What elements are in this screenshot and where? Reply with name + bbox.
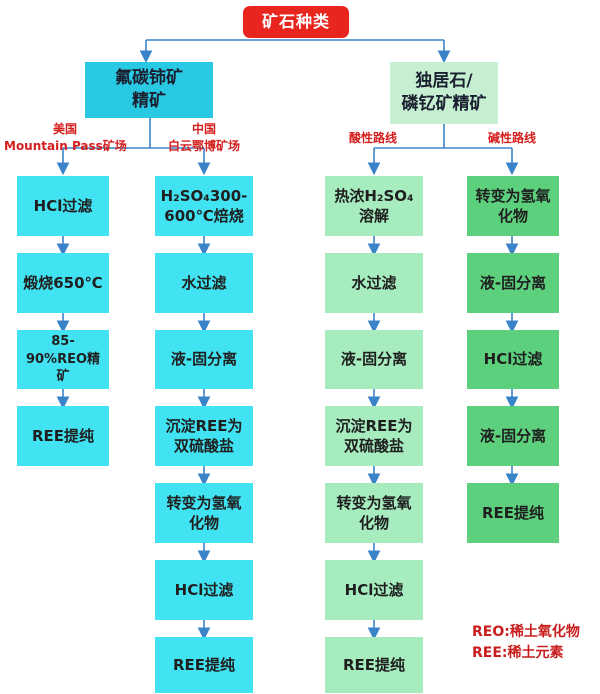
step-convert-hydroxide: 转变为氢氧化物: [155, 483, 253, 543]
step-hcl-filter: HCl过滤: [17, 176, 109, 236]
monazite-line2: 磷钇矿精矿: [401, 94, 487, 114]
step-hcl-filter: HCl过滤: [325, 560, 423, 620]
step-convert-hydroxide: 转变为氢氧化物: [467, 176, 559, 236]
legend-reo: REO:稀土氧化物: [472, 624, 580, 640]
acid-route-label: 酸性路线: [348, 131, 397, 145]
usa-country: 美国: [52, 122, 77, 136]
legend-ree: REE:稀土元素: [472, 645, 564, 661]
bastnaesite-line1: 氟碳铈矿: [115, 68, 183, 89]
bastnaesite-concentrate-box: 氟碳铈矿精矿: [85, 62, 213, 118]
step-ree-purification: REE提纯: [155, 637, 253, 693]
china-route-label: 中国 白云鄂博矿场: [158, 121, 250, 155]
china-mine: 白云鄂博矿场: [167, 138, 240, 153]
usa-route-label: 美国 Mountain Pass矿场: [4, 121, 127, 155]
step-calcination: 煅烧650℃: [17, 253, 109, 313]
step-liquid-solid-separation: 液-固分离: [325, 330, 423, 389]
alkali-route-label: 碱性路线: [487, 131, 536, 145]
step-liquid-solid-separation: 液-固分离: [467, 406, 559, 466]
step-hot-sulfuric-dissolve: 热浓H₂SO₄溶解: [325, 176, 423, 236]
monazite-xenotime-concentrate-box: 独居石/磷钇矿精矿: [390, 62, 498, 124]
china-country: 中国: [191, 122, 216, 136]
step-hcl-filter: HCl过滤: [467, 330, 559, 389]
step-precipitate-double-sulfate: 沉淀REE为双硫酸盐: [325, 406, 423, 466]
step-liquid-solid-separation: 液-固分离: [467, 253, 559, 313]
monazite-line1: 独居石/: [415, 71, 473, 92]
step-ree-purification: REE提纯: [467, 483, 559, 543]
step-ree-purification: REE提纯: [17, 406, 109, 466]
legend: REO:稀土氧化物 REE:稀土元素: [472, 622, 580, 664]
ore-type-title: 矿石种类: [243, 6, 349, 38]
step-water-filter: 水过滤: [325, 253, 423, 313]
step-ree-purification: REE提纯: [325, 637, 423, 693]
step-precipitate-double-sulfate: 沉淀REE为双硫酸盐: [155, 406, 253, 466]
step-liquid-solid-separation: 液-固分离: [155, 330, 253, 389]
step-water-filter: 水过滤: [155, 253, 253, 313]
step-convert-hydroxide: 转变为氢氧化物: [325, 483, 423, 543]
step-hcl-filter: HCl过滤: [155, 560, 253, 620]
step-sulfuric-roasting: H₂SO₄300-600℃焙烧: [155, 176, 253, 236]
bastnaesite-line2: 精矿: [132, 91, 166, 111]
step-reo-concentrate: 85-90%REO精矿: [17, 330, 109, 389]
usa-mine: Mountain Pass矿场: [4, 138, 127, 153]
